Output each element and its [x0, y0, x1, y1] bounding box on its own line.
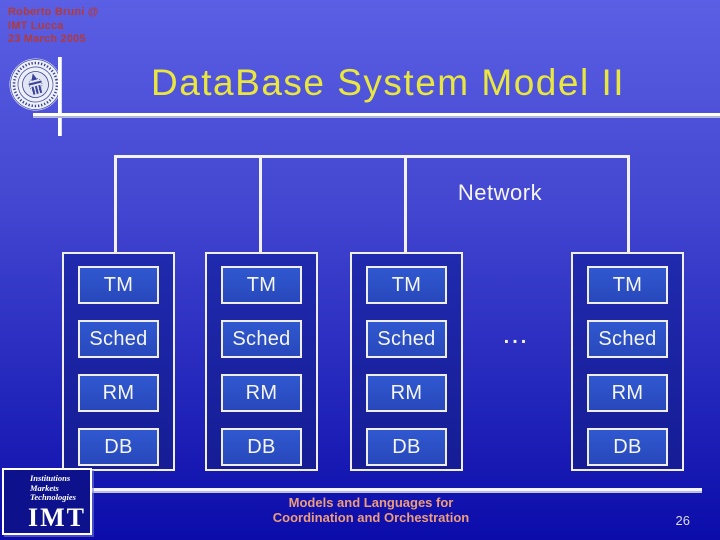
network-drop-line-1 [114, 155, 117, 253]
db-node: DB [78, 428, 159, 466]
page-number: 26 [675, 513, 690, 528]
ellipsis: ... [503, 326, 530, 348]
footer-caption: Models and Languages for Coordination an… [211, 495, 531, 525]
author-line-name: Roberto Bruni @ [8, 6, 99, 18]
title-underline [33, 113, 720, 118]
sched-node: Sched [587, 320, 668, 358]
node-column-1: TM Sched RM DB [62, 252, 175, 471]
accent-vertical-line [58, 57, 62, 136]
sched-node: Sched [366, 320, 447, 358]
tm-node: TM [587, 266, 668, 304]
rm-node: RM [366, 374, 447, 412]
rm-node: RM [587, 374, 668, 412]
network-drop-line-2 [259, 155, 262, 253]
imt-institute-lines: Institutions Markets Technologies [30, 473, 90, 503]
network-drop-line-4 [627, 155, 630, 253]
rm-node: RM [78, 374, 159, 412]
author-line-affiliation: IMT Lucca [8, 19, 64, 32]
node-column-2: TM Sched RM DB [205, 252, 318, 471]
db-node: DB [587, 428, 668, 466]
footer-divider-line [88, 488, 702, 493]
rm-node: RM [221, 374, 302, 412]
db-node: DB [221, 428, 302, 466]
slide-title: DataBase System Model II [150, 62, 626, 103]
node-column-4: TM Sched RM DB [571, 252, 684, 471]
footer-caption-line-1: Models and Languages for [288, 495, 454, 510]
imt-logo-box: Institutions Markets Technologies IMT [2, 468, 92, 535]
imt-acronym: IMT [28, 502, 86, 532]
sched-node: Sched [78, 320, 159, 358]
sched-node: Sched [221, 320, 302, 358]
tm-node: TM [221, 266, 302, 304]
author-line-date: 23 March 2005 [8, 33, 86, 45]
tm-node: TM [366, 266, 447, 304]
footer-caption-line-2: Coordination and Orchestration [272, 510, 470, 525]
network-label: Network [457, 180, 543, 205]
tm-node: TM [78, 266, 159, 304]
node-column-3: TM Sched RM DB [350, 252, 463, 471]
network-bus-line [115, 155, 630, 158]
network-drop-line-3 [404, 155, 407, 253]
imt-line-technologies: Technologies [30, 492, 76, 502]
db-node: DB [366, 428, 447, 466]
imt-line-markets: Markets [30, 482, 59, 493]
author-info: Roberto Bruni @ IMT Lucca 23 March 2005 [8, 6, 99, 47]
imt-line-institutions: Institutions [30, 473, 71, 483]
university-seal-icon [3, 52, 67, 116]
